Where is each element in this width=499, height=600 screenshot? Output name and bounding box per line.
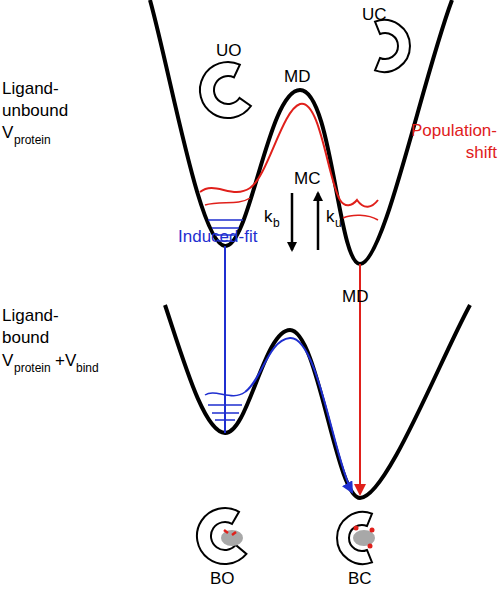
state-label: BO — [210, 568, 235, 590]
potential-symbol: V — [2, 122, 13, 144]
rate-subscript: u — [335, 216, 342, 230]
mc-label: MC — [294, 168, 320, 190]
potential-subscript: bind — [76, 361, 99, 375]
bound-potential-curve — [165, 305, 470, 498]
state-label: UO — [216, 40, 242, 62]
pathway-label: Induced-fit — [178, 226, 257, 248]
state-label: UC — [362, 4, 387, 26]
unbound-potential-curve — [150, 0, 452, 264]
rate-symbol: k — [264, 206, 273, 228]
protein-closed-shape — [375, 20, 410, 72]
contact-marks — [224, 530, 236, 535]
potential-symbol: +V — [55, 350, 76, 372]
population-curve — [200, 104, 378, 207]
binding-rate-arrow — [291, 193, 294, 250]
contact-mark — [354, 526, 359, 531]
md-label: MD — [342, 286, 368, 308]
induced-fit-line — [224, 246, 226, 433]
population-curve — [343, 215, 378, 220]
contact-mark — [368, 544, 373, 549]
md-pathway-arrow — [245, 338, 352, 492]
potential-subscript: protein — [14, 361, 51, 375]
rate-subscript: b — [273, 216, 280, 230]
protein-open-shape — [193, 505, 248, 568]
landscape-title: Ligand-bound — [2, 305, 72, 349]
protein-open-shape — [194, 58, 253, 124]
rate-symbol: k — [326, 206, 335, 228]
state-label: BC — [348, 568, 372, 590]
md-label: MD — [284, 66, 310, 88]
potential-subscript: protein — [14, 133, 51, 147]
population-curve — [205, 198, 250, 205]
pathway-label: Population-shift — [405, 120, 497, 164]
unbinding-rate-arrow — [317, 193, 320, 250]
landscape-title: Ligand-unbound — [2, 78, 82, 122]
ligand — [221, 530, 243, 546]
potential-symbol: V — [2, 350, 13, 372]
contact-mark — [370, 528, 375, 533]
